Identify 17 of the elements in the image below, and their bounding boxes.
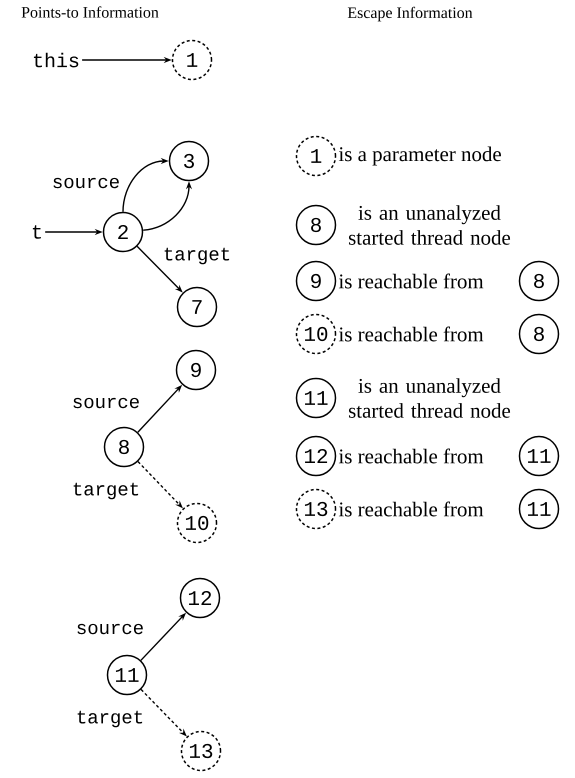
variable-name: t <box>32 225 41 239</box>
heading: Escape Information <box>348 6 472 22</box>
edge-label: target <box>78 710 142 728</box>
description-text: is an unanalyzed started thread node <box>348 205 510 245</box>
description-text: is an unanalyzed started thread node <box>348 378 510 418</box>
edge-label: target <box>74 482 138 500</box>
description-text: is reachable from <box>338 326 484 342</box>
description-text: is a parameter node <box>338 146 501 166</box>
description-text: is reachable from <box>338 448 484 464</box>
variable-name: this <box>34 52 78 68</box>
description-text: is reachable from <box>338 502 484 516</box>
edge-label: source <box>77 624 143 634</box>
edge-label: source <box>73 398 139 408</box>
edge-label: source <box>53 178 119 188</box>
edge-label: target <box>164 248 230 264</box>
description-text: is reachable from <box>338 274 484 288</box>
heading: Points-to Information <box>22 6 159 18</box>
